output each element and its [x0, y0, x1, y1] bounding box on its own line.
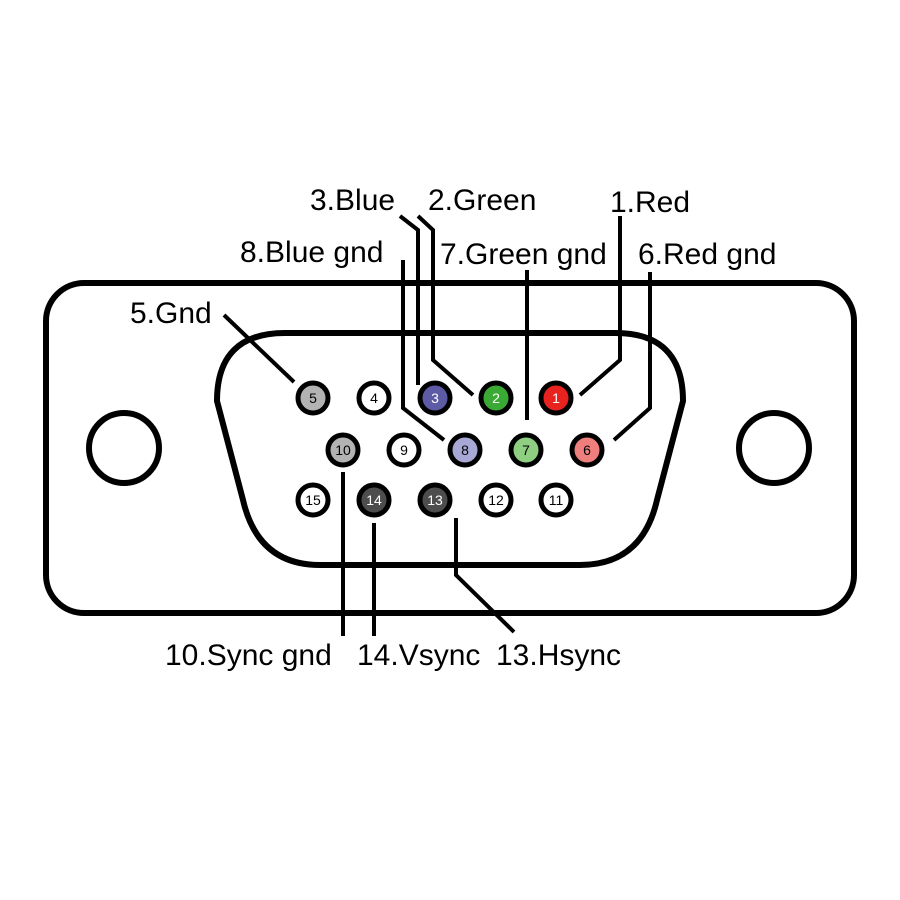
leader-line-pin5 — [222, 313, 296, 384]
pin-13-circle — [417, 482, 453, 518]
pin-12: 12 — [478, 482, 514, 518]
label-pin3: 3.Blue — [310, 184, 395, 217]
pin-6-number: 6 — [583, 442, 591, 458]
pin-9: 9 — [386, 432, 422, 468]
pin-1: 1 — [538, 380, 574, 416]
pin-14: 14 — [356, 482, 392, 518]
label-pin8: 8.Blue gnd — [240, 236, 383, 269]
leader-line-pin2 — [416, 214, 475, 397]
pin-4: 4 — [356, 380, 392, 416]
pin-9-number: 9 — [400, 442, 408, 458]
pin-7-circle — [508, 432, 544, 468]
label-pin1: 1.Red — [610, 186, 690, 219]
pin-6: 6 — [569, 432, 605, 468]
pin-7: 7 — [508, 432, 544, 468]
pin-3-number: 3 — [431, 390, 439, 406]
pin-5-circle — [295, 380, 331, 416]
leader-line-pin1 — [578, 216, 622, 397]
pin-11-number: 11 — [549, 492, 564, 508]
pin-12-circle — [478, 482, 514, 518]
pin-8-circle — [447, 432, 483, 468]
pin-11-circle — [538, 482, 574, 518]
leader-line-pin8 — [401, 260, 446, 442]
connector-shell — [43, 280, 857, 616]
pin-2-circle — [478, 380, 514, 416]
pin-7-number: 7 — [522, 442, 530, 458]
pin-14-circle — [356, 482, 392, 518]
leader-line-pin3 — [398, 214, 420, 385]
pin-15-number: 15 — [305, 492, 321, 508]
pin-3: 3 — [417, 380, 453, 416]
label-pin7: 7.Green gnd — [440, 238, 607, 271]
label-pin10: 10.Sync gnd — [165, 639, 332, 672]
label-pin5: 5.Gnd — [130, 297, 212, 330]
pin-11: 11 — [538, 482, 574, 518]
leader-line-pin6 — [612, 272, 652, 442]
left-mounting-hole — [86, 410, 162, 486]
label-pin13: 13.Hsync — [496, 639, 621, 672]
pin-3-circle — [417, 380, 453, 416]
pin-1-circle — [538, 380, 574, 416]
pin-10-number: 10 — [335, 442, 351, 458]
connector-d-face — [213, 330, 687, 568]
pin-8-number: 8 — [461, 442, 469, 458]
label-pin14: 14.Vsync — [357, 639, 480, 672]
pin-2-number: 2 — [492, 390, 500, 406]
label-pin2: 2.Green — [428, 184, 536, 217]
pin-1-number: 1 — [552, 390, 560, 406]
pin-13: 13 — [417, 482, 453, 518]
pin-9-circle — [386, 432, 422, 468]
pin-12-number: 12 — [488, 492, 504, 508]
pin-5-number: 5 — [309, 390, 317, 406]
pin-2: 2 — [478, 380, 514, 416]
pin-5: 5 — [295, 380, 331, 416]
pin-4-number: 4 — [370, 390, 378, 406]
pin-6-circle — [569, 432, 605, 468]
pin-15: 15 — [295, 482, 331, 518]
pin-13-number: 13 — [427, 492, 443, 508]
pin-4-circle — [356, 380, 392, 416]
pin-10-circle — [325, 432, 361, 468]
pin-10: 10 — [325, 432, 361, 468]
leader-line-pin13 — [454, 518, 516, 634]
right-mounting-hole — [736, 410, 812, 486]
label-pin6: 6.Red gnd — [638, 238, 776, 271]
pin-14-number: 14 — [366, 492, 382, 508]
pin-8: 8 — [447, 432, 483, 468]
pin-15-circle — [295, 482, 331, 518]
